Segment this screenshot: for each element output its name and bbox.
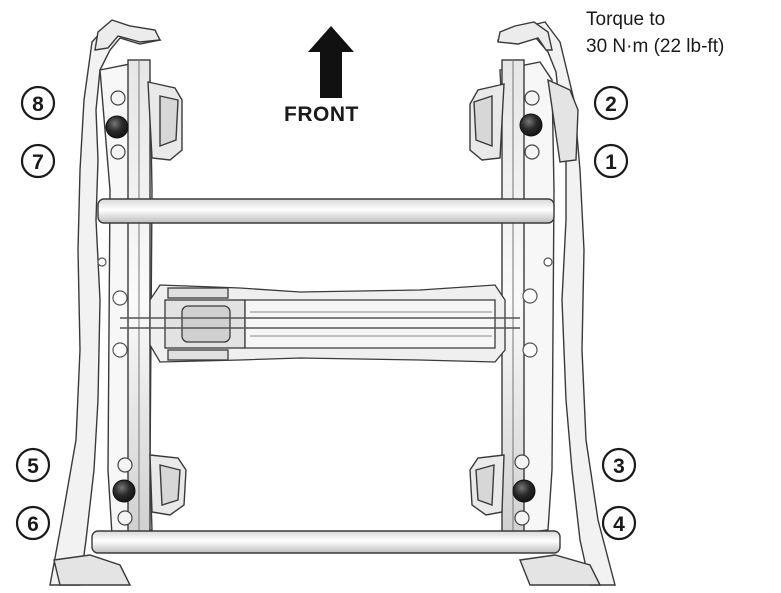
callout-1: 1 [593,143,629,179]
left-side-bracket [49,19,187,586]
callout-2-label: 2 [605,93,617,116]
torque-line-1: Torque to [586,9,666,30]
dark-bolts [105,113,543,503]
callout-3-label: 3 [613,455,625,478]
callout-4: 4 [601,505,637,541]
front-cross-tube [97,198,555,224]
torque-spec: Torque to 30 N·m (22 lb-ft) [586,6,724,60]
callout-3: 3 [601,447,637,483]
callout-2: 2 [593,85,629,121]
callout-6-label: 6 [27,513,39,536]
rear-cross-tube [91,530,561,554]
front-label: FRONT [284,103,359,126]
upper-screws [110,90,540,160]
callout-4-label: 4 [613,513,625,536]
frame-holes [97,257,553,358]
callout-1-label: 1 [605,151,617,174]
front-arrow-icon [308,26,354,98]
callout-7: 7 [20,143,56,179]
callout-5: 5 [15,447,51,483]
center-actuator-assembly [120,284,520,363]
lower-screws [117,454,530,526]
torque-line-2: 30 N·m (22 lb-ft) [586,36,725,57]
callout-8: 8 [20,85,56,121]
callout-7-label: 7 [32,151,44,174]
callout-5-label: 5 [27,455,39,478]
callout-6: 6 [15,505,51,541]
callout-8-label: 8 [32,93,44,116]
